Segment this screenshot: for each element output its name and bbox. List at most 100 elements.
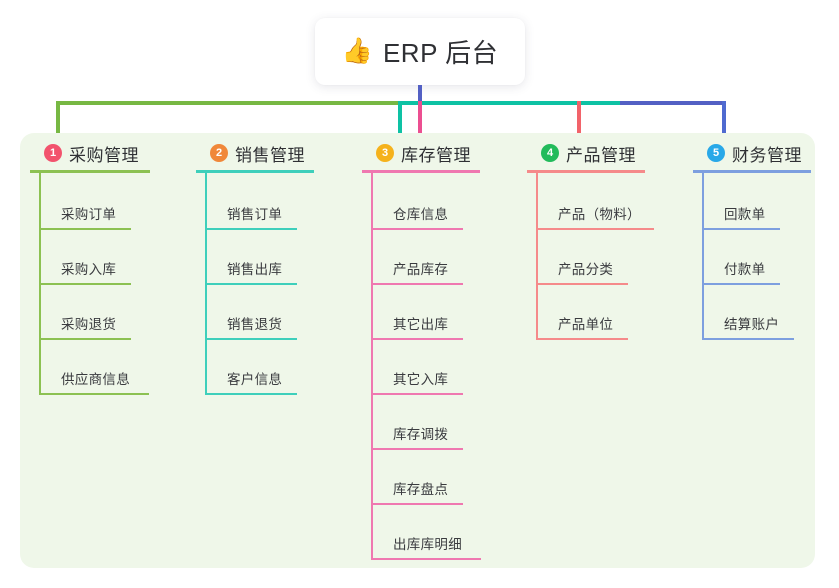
branch-item-underline — [371, 448, 463, 450]
branch-item[interactable]: 仓库信息 — [371, 196, 463, 230]
branch-item-label: 回款单 — [724, 207, 766, 222]
branch-column-2: 2 销售管理销售订单销售出库销售退货客户信息 — [196, 133, 328, 395]
branch-item-underline — [702, 228, 780, 230]
branch-item-label: 产品（物料） — [558, 207, 641, 222]
branch-badge-2: 2 — [210, 144, 228, 162]
branch-stem-4 — [536, 173, 538, 340]
branch-item[interactable]: 销售退货 — [205, 306, 297, 340]
branch-stem-5 — [702, 173, 704, 340]
branch-item-label: 销售退货 — [227, 317, 283, 332]
branch-item-label: 产品库存 — [393, 262, 449, 277]
branch-item[interactable]: 其它入库 — [371, 361, 463, 395]
branch-item-underline — [371, 503, 463, 505]
branch-column-5: 5 财务管理回款单付款单结算账户 — [693, 133, 825, 340]
branch-badge-4: 4 — [541, 144, 559, 162]
branch-item-underline — [371, 338, 463, 340]
branch-item[interactable]: 产品库存 — [371, 251, 463, 285]
branch-column-4: 4 产品管理产品（物料） 产品分类产品单位 — [527, 133, 659, 340]
branch-header-1[interactable]: 1 采购管理 — [30, 133, 164, 173]
branch-item-label: 结算账户 — [724, 317, 780, 332]
branch-column-1: 1 采购管理采购订单采购入库采购退货供应商信息 — [30, 133, 164, 395]
branch-item[interactable]: 库存调拨 — [371, 416, 463, 450]
branch-title-5: 财务管理 — [732, 145, 802, 165]
branch-item-underline — [39, 393, 149, 395]
branch-item[interactable]: 采购订单 — [39, 196, 131, 230]
branch-item[interactable]: 付款单 — [702, 251, 780, 285]
branch-item-label: 销售订单 — [227, 207, 283, 222]
root-node-content: 👍 ERP 后台 — [342, 33, 498, 70]
branch-item-underline — [371, 283, 463, 285]
branch-drop-4 — [577, 101, 581, 151]
branch-title-3: 库存管理 — [401, 145, 471, 165]
branch-item-underline — [39, 283, 131, 285]
branch-header-3[interactable]: 3 库存管理 — [362, 133, 494, 173]
branch-item-underline — [205, 338, 297, 340]
branch-badge-1: 1 — [44, 144, 62, 162]
branch-item-underline — [205, 228, 297, 230]
branch-item[interactable]: 回款单 — [702, 196, 780, 230]
branch-underline-2 — [196, 170, 314, 173]
branch-item-label: 仓库信息 — [393, 207, 449, 222]
branch-item-underline — [536, 338, 628, 340]
branch-item-label: 采购退货 — [61, 317, 117, 332]
branch-item[interactable]: 销售出库 — [205, 251, 297, 285]
branch-item[interactable]: 其它出库 — [371, 306, 463, 340]
branch-item[interactable]: 出库库明细 — [371, 526, 481, 560]
branch-item-underline — [39, 228, 131, 230]
branch-title-4: 产品管理 — [566, 145, 636, 165]
branch-item[interactable]: 销售订单 — [205, 196, 297, 230]
branch-header-4[interactable]: 4 产品管理 — [527, 133, 659, 173]
branches-panel: 1 采购管理采购订单采购入库采购退货供应商信息 2 销售管理销售订单销售出库销售退货客… — [20, 133, 815, 568]
branch-item-underline — [702, 338, 794, 340]
branch-item-label: 出库库明细 — [393, 537, 462, 552]
branch-underline-5 — [693, 170, 811, 173]
branch-item[interactable]: 产品（物料） — [536, 196, 654, 230]
root-node-title: ERP 后台 — [382, 38, 499, 68]
branch-badge-5: 5 — [707, 144, 725, 162]
branch-item[interactable]: 库存盘点 — [371, 471, 463, 505]
branch-item[interactable]: 产品单位 — [536, 306, 628, 340]
branch-item-label: 其它出库 — [393, 317, 449, 332]
branch-drop-2 — [398, 101, 402, 151]
branch-item[interactable]: 结算账户 — [702, 306, 794, 340]
branch-item-label: 供应商信息 — [61, 372, 130, 387]
branch-item-label: 采购入库 — [61, 262, 117, 277]
root-node-card[interactable]: 👍 ERP 后台 — [315, 18, 525, 85]
branch-title-2: 销售管理 — [235, 145, 305, 165]
branch-item-underline — [39, 338, 131, 340]
branch-item-label: 采购订单 — [61, 207, 117, 222]
branch-drop-5 — [722, 101, 726, 151]
branch-item-underline — [536, 228, 654, 230]
thumbs-up-icon: 👍 — [341, 37, 373, 65]
branch-item[interactable]: 采购入库 — [39, 251, 131, 285]
branch-bar-left — [56, 101, 400, 105]
branch-underline-3 — [362, 170, 480, 173]
branch-item-label: 库存盘点 — [393, 482, 449, 497]
branch-item-underline — [205, 283, 297, 285]
branch-header-5[interactable]: 5 财务管理 — [693, 133, 825, 173]
branch-item-underline — [371, 558, 481, 560]
branch-item-label: 产品分类 — [558, 262, 614, 277]
branch-item-label: 产品单位 — [558, 317, 614, 332]
branch-column-3: 3 库存管理仓库信息产品库存其它出库其它入库库存调拨库存盘点出库库明细 — [362, 133, 494, 560]
branch-item-label: 客户信息 — [227, 372, 283, 387]
branch-badge-3: 3 — [376, 144, 394, 162]
branch-item[interactable]: 客户信息 — [205, 361, 297, 395]
branch-underline-4 — [527, 170, 645, 173]
branch-drop-1 — [56, 101, 60, 151]
trunk-connector — [418, 85, 422, 105]
branch-bar-middle — [398, 101, 620, 105]
branch-header-2[interactable]: 2 销售管理 — [196, 133, 328, 173]
branch-item-underline — [371, 393, 463, 395]
branch-item-label: 库存调拨 — [393, 427, 449, 442]
branch-stem-3 — [371, 173, 373, 560]
branch-item-label: 销售出库 — [227, 262, 283, 277]
branch-item[interactable]: 采购退货 — [39, 306, 131, 340]
branch-item-label: 付款单 — [724, 262, 766, 277]
branch-item[interactable]: 供应商信息 — [39, 361, 149, 395]
branch-item-label: 其它入库 — [393, 372, 449, 387]
branch-title-1: 采购管理 — [69, 145, 139, 165]
branch-item-underline — [371, 228, 463, 230]
branch-item[interactable]: 产品分类 — [536, 251, 628, 285]
